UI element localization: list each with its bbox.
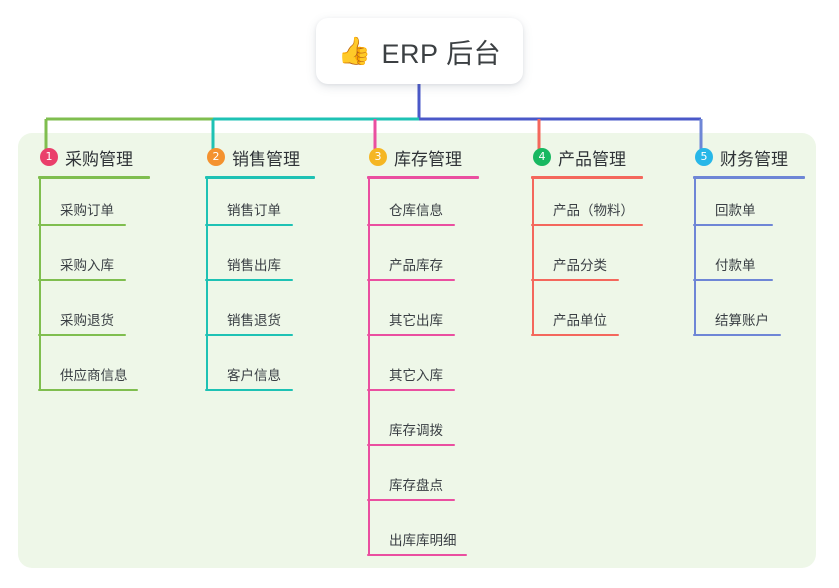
leaf-underline xyxy=(205,389,293,391)
branch-number-badge: 3 xyxy=(369,148,387,166)
leaf-label: 库存盘点 xyxy=(389,478,443,493)
branch-header-3[interactable]: 3 库存管理 xyxy=(367,144,479,170)
leaf-underline xyxy=(205,334,293,336)
leaf-item[interactable]: 仓库信息 xyxy=(367,199,455,226)
leaf-underline xyxy=(367,279,455,281)
leaf-item[interactable]: 采购入库 xyxy=(38,254,126,281)
leaf-label: 仓库信息 xyxy=(389,203,443,218)
leaf-underline xyxy=(693,279,773,281)
leaf-list: 回款单付款单结算账户 xyxy=(693,179,805,344)
leaf-item[interactable]: 回款单 xyxy=(693,199,773,226)
leaf-list: 产品（物料） 产品分类产品单位 xyxy=(531,179,643,344)
leaf-label: 结算账户 xyxy=(715,313,769,328)
branch-header-1[interactable]: 1 采购管理 xyxy=(38,144,150,170)
leaf-underline xyxy=(531,224,643,226)
branch-column-1: 1 采购管理采购订单采购入库采购退货供应商信息 xyxy=(38,144,150,399)
leaf-label: 出库库明细 xyxy=(389,533,457,548)
thumbs-up-icon: 👍 xyxy=(337,35,372,67)
branch-column-3: 3 库存管理仓库信息产品库存其它出库其它入库库存调拨库存盘点出库库明细 xyxy=(367,144,479,564)
leaf-underline xyxy=(367,444,455,446)
branch-underline xyxy=(38,176,150,179)
leaf-label: 产品库存 xyxy=(389,258,443,273)
leaf-label: 产品分类 xyxy=(553,258,607,273)
leaf-label: 销售出库 xyxy=(227,258,281,273)
leaf-underline xyxy=(38,224,126,226)
leaf-underline xyxy=(367,224,455,226)
leaf-item[interactable]: 采购退货 xyxy=(38,309,126,336)
leaf-label: 客户信息 xyxy=(227,368,281,383)
branch-title: 采购管理 xyxy=(65,149,133,169)
leaf-item[interactable]: 其它入库 xyxy=(367,364,455,391)
leaf-underline xyxy=(367,499,455,501)
branch-number-badge: 1 xyxy=(40,148,58,166)
branch-underline xyxy=(693,176,805,179)
leaf-item[interactable]: 产品库存 xyxy=(367,254,455,281)
branch-title: 销售管理 xyxy=(232,149,300,169)
leaf-underline xyxy=(693,224,773,226)
leaf-underline xyxy=(367,554,467,556)
root-node[interactable]: 👍 ERP 后台 xyxy=(316,18,523,84)
branch-underline xyxy=(367,176,479,179)
leaf-underline xyxy=(693,334,781,336)
leaf-item[interactable]: 客户信息 xyxy=(205,364,293,391)
leaf-item[interactable]: 销售订单 xyxy=(205,199,293,226)
branch-title: 财务管理 xyxy=(720,149,788,169)
leaf-label: 销售订单 xyxy=(227,203,281,218)
branch-column-5: 5 财务管理回款单付款单结算账户 xyxy=(693,144,805,344)
leaf-item[interactable]: 结算账户 xyxy=(693,309,781,336)
leaf-label: 采购退货 xyxy=(60,313,114,328)
leaf-underline xyxy=(38,279,126,281)
root-title: ERP 后台 xyxy=(381,38,502,69)
leaf-item[interactable]: 采购订单 xyxy=(38,199,126,226)
branch-title: 产品管理 xyxy=(558,149,626,169)
leaf-underline xyxy=(205,279,293,281)
leaf-label: 付款单 xyxy=(715,258,756,273)
leaf-list: 采购订单采购入库采购退货供应商信息 xyxy=(38,179,150,399)
branch-number-badge: 5 xyxy=(695,148,713,166)
leaf-underline xyxy=(205,224,293,226)
leaf-item[interactable]: 产品分类 xyxy=(531,254,619,281)
leaf-list: 仓库信息产品库存其它出库其它入库库存调拨库存盘点出库库明细 xyxy=(367,179,479,564)
leaf-item[interactable]: 供应商信息 xyxy=(38,364,138,391)
leaf-label: 产品（物料） xyxy=(553,203,634,218)
leaf-item[interactable]: 出库库明细 xyxy=(367,529,467,556)
branch-number-badge: 4 xyxy=(533,148,551,166)
leaf-underline xyxy=(367,389,455,391)
leaf-item[interactable]: 库存盘点 xyxy=(367,474,455,501)
branch-header-5[interactable]: 5 财务管理 xyxy=(693,144,805,170)
leaf-item[interactable]: 销售出库 xyxy=(205,254,293,281)
leaf-underline xyxy=(531,334,619,336)
branch-header-2[interactable]: 2 销售管理 xyxy=(205,144,315,170)
branch-underline xyxy=(205,176,315,179)
leaf-item[interactable]: 付款单 xyxy=(693,254,773,281)
branch-title: 库存管理 xyxy=(394,149,462,169)
leaf-label: 销售退货 xyxy=(227,313,281,328)
leaf-label: 产品单位 xyxy=(553,313,607,328)
branch-header-4[interactable]: 4 产品管理 xyxy=(531,144,643,170)
leaf-label: 回款单 xyxy=(715,203,756,218)
leaf-item[interactable]: 产品（物料） xyxy=(531,199,643,226)
branch-number-badge: 2 xyxy=(207,148,225,166)
leaf-underline xyxy=(38,334,126,336)
leaf-list: 销售订单销售出库销售退货客户信息 xyxy=(205,179,315,399)
leaf-item[interactable]: 销售退货 xyxy=(205,309,293,336)
leaf-underline xyxy=(531,279,619,281)
leaf-label: 库存调拨 xyxy=(389,423,443,438)
leaf-item[interactable]: 产品单位 xyxy=(531,309,619,336)
branch-column-4: 4 产品管理产品（物料） 产品分类产品单位 xyxy=(531,144,643,344)
leaf-label: 供应商信息 xyxy=(60,368,128,383)
leaf-label: 其它入库 xyxy=(389,368,443,383)
branch-underline xyxy=(531,176,643,179)
leaf-label: 其它出库 xyxy=(389,313,443,328)
leaf-item[interactable]: 库存调拨 xyxy=(367,419,455,446)
leaf-underline xyxy=(38,389,138,391)
branches-panel xyxy=(18,133,816,568)
leaf-underline xyxy=(367,334,455,336)
leaf-label: 采购入库 xyxy=(60,258,114,273)
branch-column-2: 2 销售管理销售订单销售出库销售退货客户信息 xyxy=(205,144,315,399)
leaf-item[interactable]: 其它出库 xyxy=(367,309,455,336)
leaf-label: 采购订单 xyxy=(60,203,114,218)
